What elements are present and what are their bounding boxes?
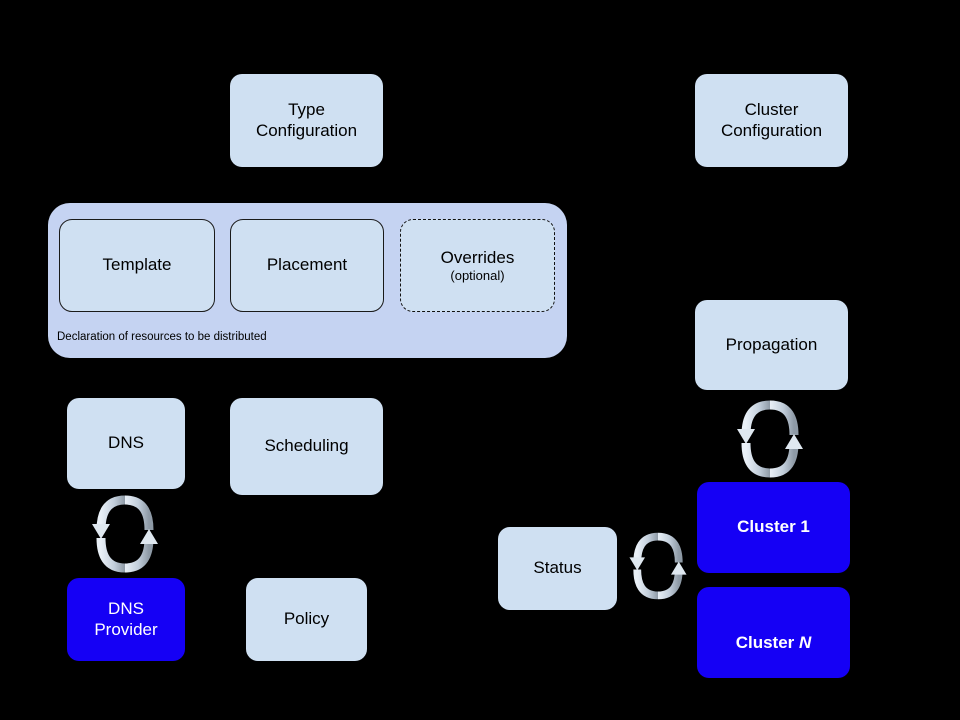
node-status[interactable]: Status [498, 527, 617, 610]
node-overrides-sublabel: (optional) [450, 267, 505, 283]
node-policy[interactable]: Policy [246, 578, 367, 661]
node-placement-label: Placement [266, 255, 348, 275]
node-scheduling[interactable]: Scheduling [230, 398, 383, 495]
node-type-configuration-label: Type Configuration [255, 100, 358, 140]
node-dns-label: DNS [108, 433, 144, 453]
node-template-label: Template [102, 255, 172, 275]
node-dns-provider-label: DNS Provider [94, 599, 158, 639]
sync-dns-icon [92, 495, 158, 573]
node-cluster-n-text: Cluster N [736, 612, 812, 652]
node-overrides-label: Overrides [440, 247, 515, 267]
node-placement[interactable]: Placement [230, 219, 384, 312]
sync-status-icon [629, 532, 687, 600]
node-propagation-label: Propagation [725, 334, 818, 354]
node-type-configuration[interactable]: Type Configuration [230, 74, 383, 167]
node-dns-provider[interactable]: DNS Provider [67, 578, 185, 661]
node-overrides-text: Overrides (optional) [441, 228, 515, 303]
node-cluster-1[interactable]: Cluster 1 [697, 482, 850, 573]
node-dns[interactable]: DNS [67, 398, 185, 489]
distribution-group-caption: Declaration of resources to be distribut… [57, 331, 267, 343]
node-cluster-n[interactable]: Cluster N [697, 587, 850, 678]
node-propagation[interactable]: Propagation [695, 300, 848, 390]
node-template[interactable]: Template [59, 219, 215, 312]
node-overrides[interactable]: Overrides (optional) [400, 219, 555, 312]
node-cluster-1-label: Cluster 1 [737, 517, 810, 537]
node-cluster-configuration[interactable]: Cluster Configuration [695, 74, 848, 167]
node-status-label: Status [533, 558, 582, 578]
node-cluster-n-label-prefix: Cluster [735, 632, 799, 652]
node-scheduling-label: Scheduling [264, 436, 349, 456]
sync-propagation-icon [737, 400, 803, 478]
node-policy-label: Policy [283, 609, 330, 629]
node-cluster-configuration-label: Cluster Configuration [720, 100, 823, 140]
node-cluster-n-label-index: N [799, 632, 812, 652]
